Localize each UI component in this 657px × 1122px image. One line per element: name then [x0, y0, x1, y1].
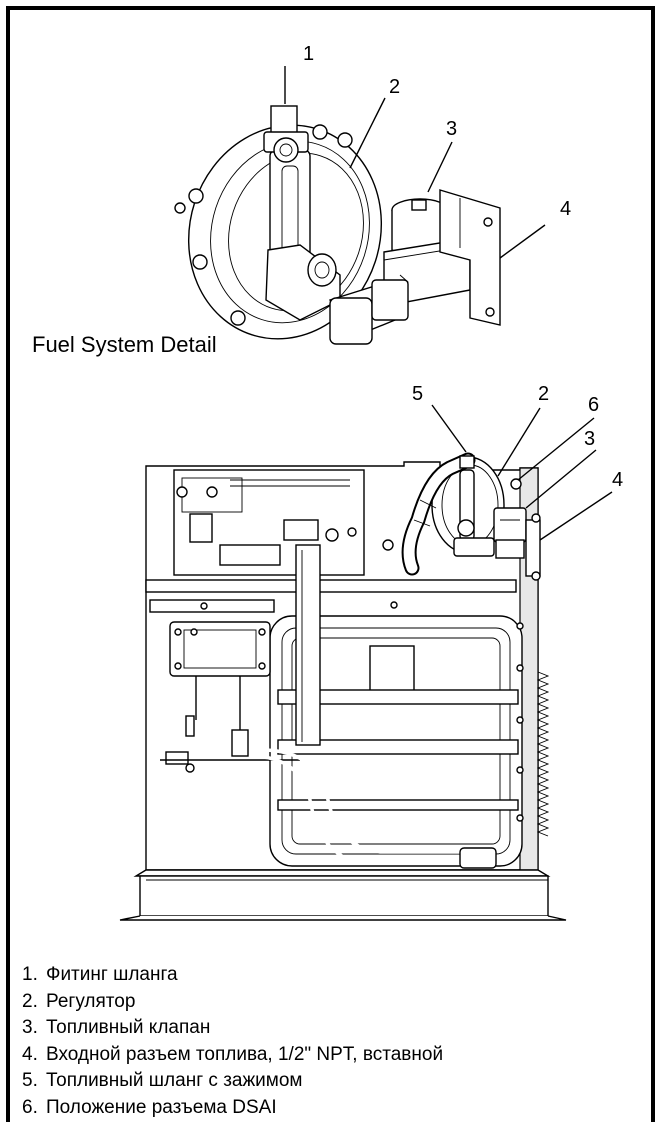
legend-item: 6.Положение разъема DSAI: [22, 1096, 277, 1118]
callout-bottom-4: 4: [612, 469, 623, 491]
legend-item: 3.Топливный клапан: [22, 1017, 211, 1038]
fuel-hoses: [249, 748, 497, 869]
callout-top-4: 4: [560, 198, 571, 220]
assembled-fuel-valve: [493, 507, 527, 559]
legend-item: 1.Фитинг шланга: [22, 964, 178, 985]
control-box: [160, 621, 300, 773]
legend-item: 2.Регулятор: [22, 990, 136, 1012]
inlet-bracket-detail: [439, 189, 501, 326]
regulator-detail: [174, 105, 396, 345]
assembled-regulator: [431, 456, 522, 557]
callout-top-3: 3: [446, 118, 457, 140]
callout-bottom-5: 5: [412, 383, 423, 405]
callout-bottom-3: 3: [584, 428, 595, 450]
callout-top-1: 1: [303, 43, 314, 65]
parts-legend: 1.Фитинг шланга 2.Регулятор 3.Топливный …: [22, 962, 443, 1121]
legend-item: 4.Входной разъем топлива, 1/2" NPT, вста…: [22, 1043, 444, 1065]
fuel-hose-with-clamp: [401, 452, 476, 576]
callout-top-2: 2: [389, 76, 400, 98]
callout-bottom-2: 2: [538, 383, 549, 405]
assembled-inlet: [525, 513, 541, 581]
vertical-manifold: [295, 544, 321, 746]
fuel-valve-detail: [371, 198, 471, 321]
heat-exchanger: [269, 615, 524, 867]
callout-bottom-6: 6: [588, 394, 599, 416]
fuel-system-detail-caption: Fuel System Detail: [32, 332, 217, 357]
legend-item: 5.Топливный шланг с зажимом: [22, 1070, 303, 1091]
figure-frame: [6, 6, 655, 1122]
